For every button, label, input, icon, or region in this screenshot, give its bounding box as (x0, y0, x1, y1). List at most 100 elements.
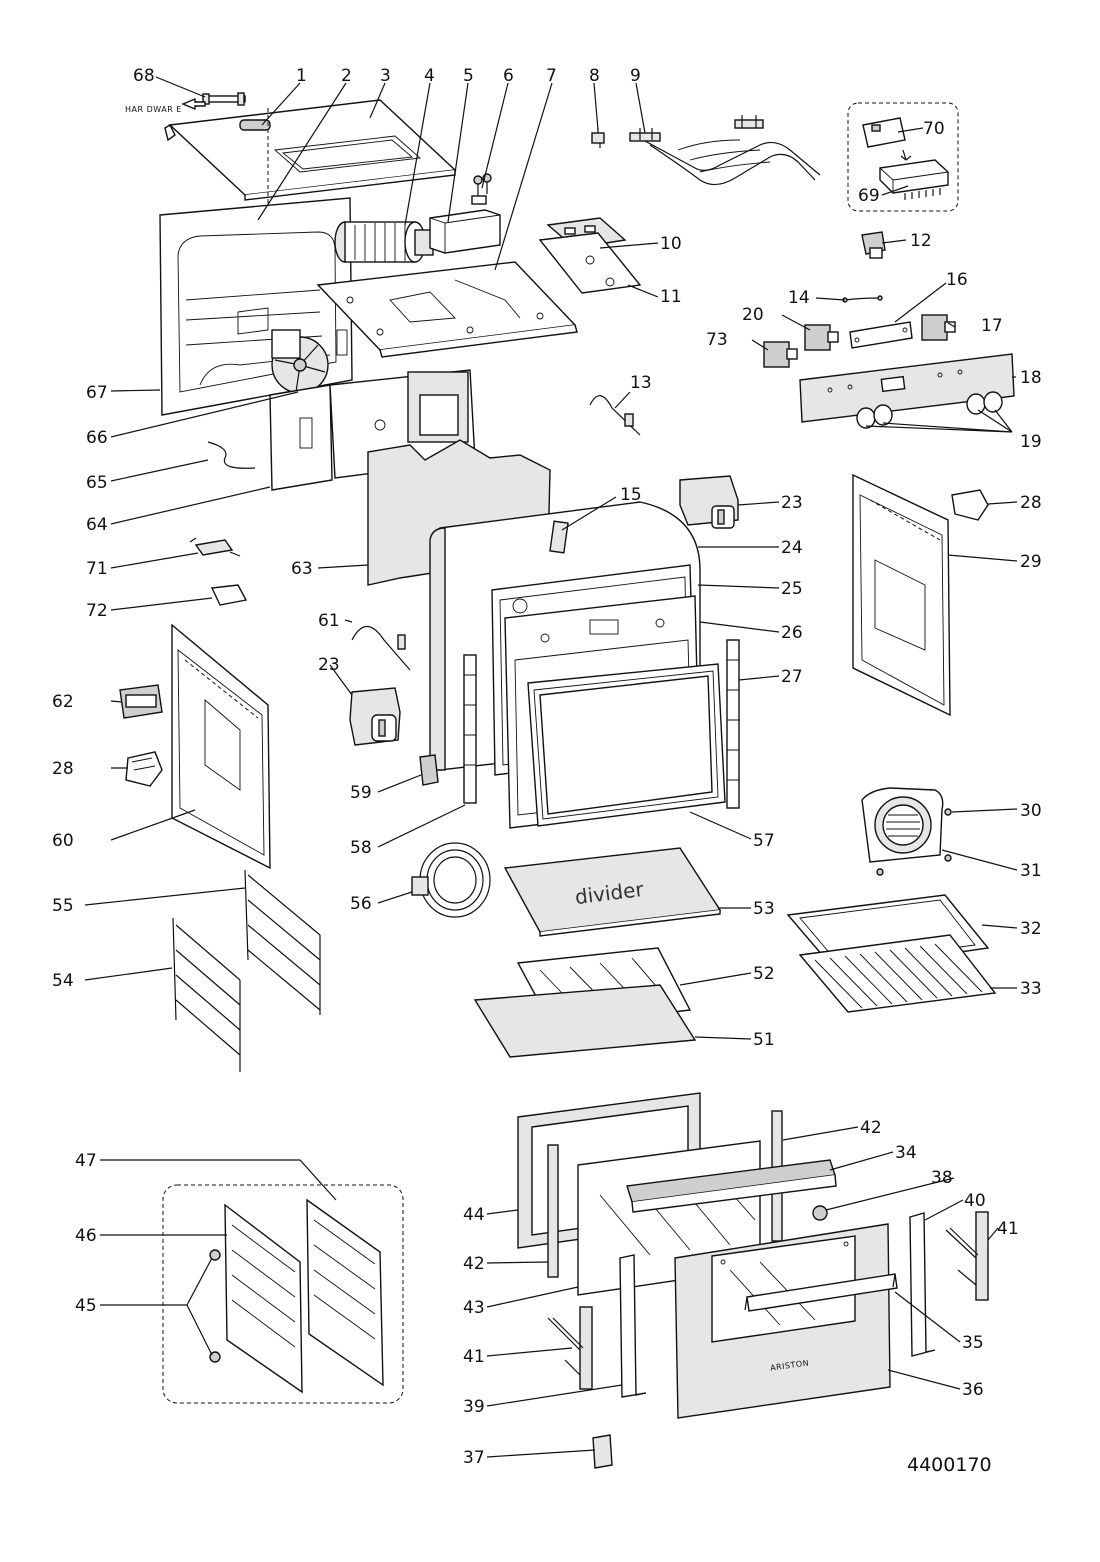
callout-10: 10 (660, 234, 682, 254)
callout-15: 15 (620, 485, 642, 505)
callout-37: 37 (463, 1448, 485, 1468)
callout-42-left: 42 (463, 1254, 485, 1274)
callout-52: 52 (753, 964, 775, 984)
part-7-cover-tray (316, 261, 578, 358)
callout-28-right: 28 (1020, 493, 1042, 513)
part-41-hinge-left (547, 1306, 593, 1390)
part-58-side-runner (463, 654, 477, 804)
callout-58: 58 (350, 838, 372, 858)
callout-51: 51 (753, 1030, 775, 1050)
part-9-grill-element (629, 115, 821, 186)
callout-26: 26 (781, 623, 803, 643)
callout-29: 29 (1020, 552, 1042, 572)
callout-42-right: 42 (860, 1118, 882, 1138)
part-28-vent-left (125, 751, 163, 787)
cable-label: HAR DWAR E (125, 105, 182, 114)
callout-36: 36 (962, 1380, 984, 1400)
part-23-lamp-left (349, 687, 401, 746)
callout-24: 24 (781, 538, 803, 558)
callout-23-top: 23 (781, 493, 803, 513)
callout-59: 59 (350, 783, 372, 803)
callout-41-right: 41 (997, 1219, 1019, 1239)
callout-30: 30 (1020, 801, 1042, 821)
callout-54: 54 (52, 971, 74, 991)
part-41-hinge-right (945, 1211, 989, 1301)
part-40-door-side-right (909, 1212, 936, 1357)
callout-66: 66 (86, 428, 108, 448)
callout-2: 2 (341, 66, 352, 86)
callout-72: 72 (86, 601, 108, 621)
callout-32: 32 (1020, 919, 1042, 939)
callout-61: 61 (318, 611, 340, 631)
callout-45: 45 (75, 1296, 97, 1316)
callout-70: 70 (923, 119, 945, 139)
part-20-switch (804, 324, 839, 351)
part-4-fan-motor (334, 221, 434, 263)
callout-56: 56 (350, 894, 372, 914)
part-67-back-panel (159, 197, 353, 416)
part-59-clip (419, 754, 439, 786)
callout-27: 27 (781, 667, 803, 687)
callout-4: 4 (424, 66, 435, 86)
callout-7: 7 (546, 66, 557, 86)
part-47-kit-box (162, 1184, 404, 1404)
callout-47: 47 (75, 1151, 97, 1171)
callout-3: 3 (380, 66, 391, 86)
callout-40: 40 (964, 1191, 986, 1211)
part-54-shelf-runner (172, 917, 241, 1072)
part-31-fan-cover (861, 787, 952, 876)
part-73-switch (763, 341, 798, 368)
callout-43: 43 (463, 1298, 485, 1318)
callout-12: 12 (910, 231, 932, 251)
part-38-cap (812, 1205, 828, 1221)
callout-31: 31 (1020, 861, 1042, 881)
callout-11: 11 (660, 287, 682, 307)
callout-34: 34 (895, 1143, 917, 1163)
part-61-wire (351, 625, 411, 671)
part-10-control-board (538, 217, 642, 294)
callout-44: 44 (463, 1205, 485, 1225)
part-72-bracket (210, 584, 248, 606)
part-19-knobs (856, 391, 1003, 429)
reference-number: 4400170 (907, 1454, 992, 1476)
callout-35: 35 (962, 1333, 984, 1353)
part-28-vent-right (951, 489, 989, 521)
callout-64: 64 (86, 515, 108, 535)
part-36-outer-door: ARISTON (674, 1223, 891, 1419)
callout-6: 6 (503, 66, 514, 86)
part-71-switch (189, 537, 241, 557)
part-56-circular-element (411, 842, 491, 918)
part-37-clip (592, 1434, 613, 1469)
callout-67: 67 (86, 383, 108, 403)
callout-8: 8 (589, 66, 600, 86)
callout-71: 71 (86, 559, 108, 579)
part-34-top-profile (626, 1159, 837, 1213)
callout-20: 20 (742, 305, 764, 325)
part-13-probe (589, 395, 641, 436)
part-64-rear-bracket (269, 369, 476, 491)
part-68-cable: HAR DWAR E (125, 92, 246, 114)
callout-39: 39 (463, 1397, 485, 1417)
part-23-lamp-top (679, 475, 739, 529)
callout-62: 62 (52, 692, 74, 712)
part-62-terminal-block (119, 684, 163, 719)
callout-63: 63 (291, 559, 313, 579)
callout-16: 16 (946, 270, 968, 290)
callout-labels: 68 1 2 3 4 5 6 7 8 9 70 69 10 11 12 14 1… (52, 66, 1042, 1476)
callout-55: 55 (52, 896, 74, 916)
callout-69: 69 (858, 186, 880, 206)
part-17-thermostat (921, 314, 956, 341)
part-18-control-panel (799, 353, 1015, 423)
part-39-door-side-left (619, 1254, 647, 1398)
callout-65: 65 (86, 473, 108, 493)
part-5-6-relay-box (429, 173, 501, 254)
callout-5: 5 (463, 66, 474, 86)
part-8-switch (591, 128, 605, 148)
callout-17: 17 (981, 316, 1003, 336)
callout-1: 1 (296, 66, 307, 86)
callout-18: 18 (1020, 368, 1042, 388)
callout-25: 25 (781, 579, 803, 599)
part-27-side-runner (726, 639, 740, 809)
